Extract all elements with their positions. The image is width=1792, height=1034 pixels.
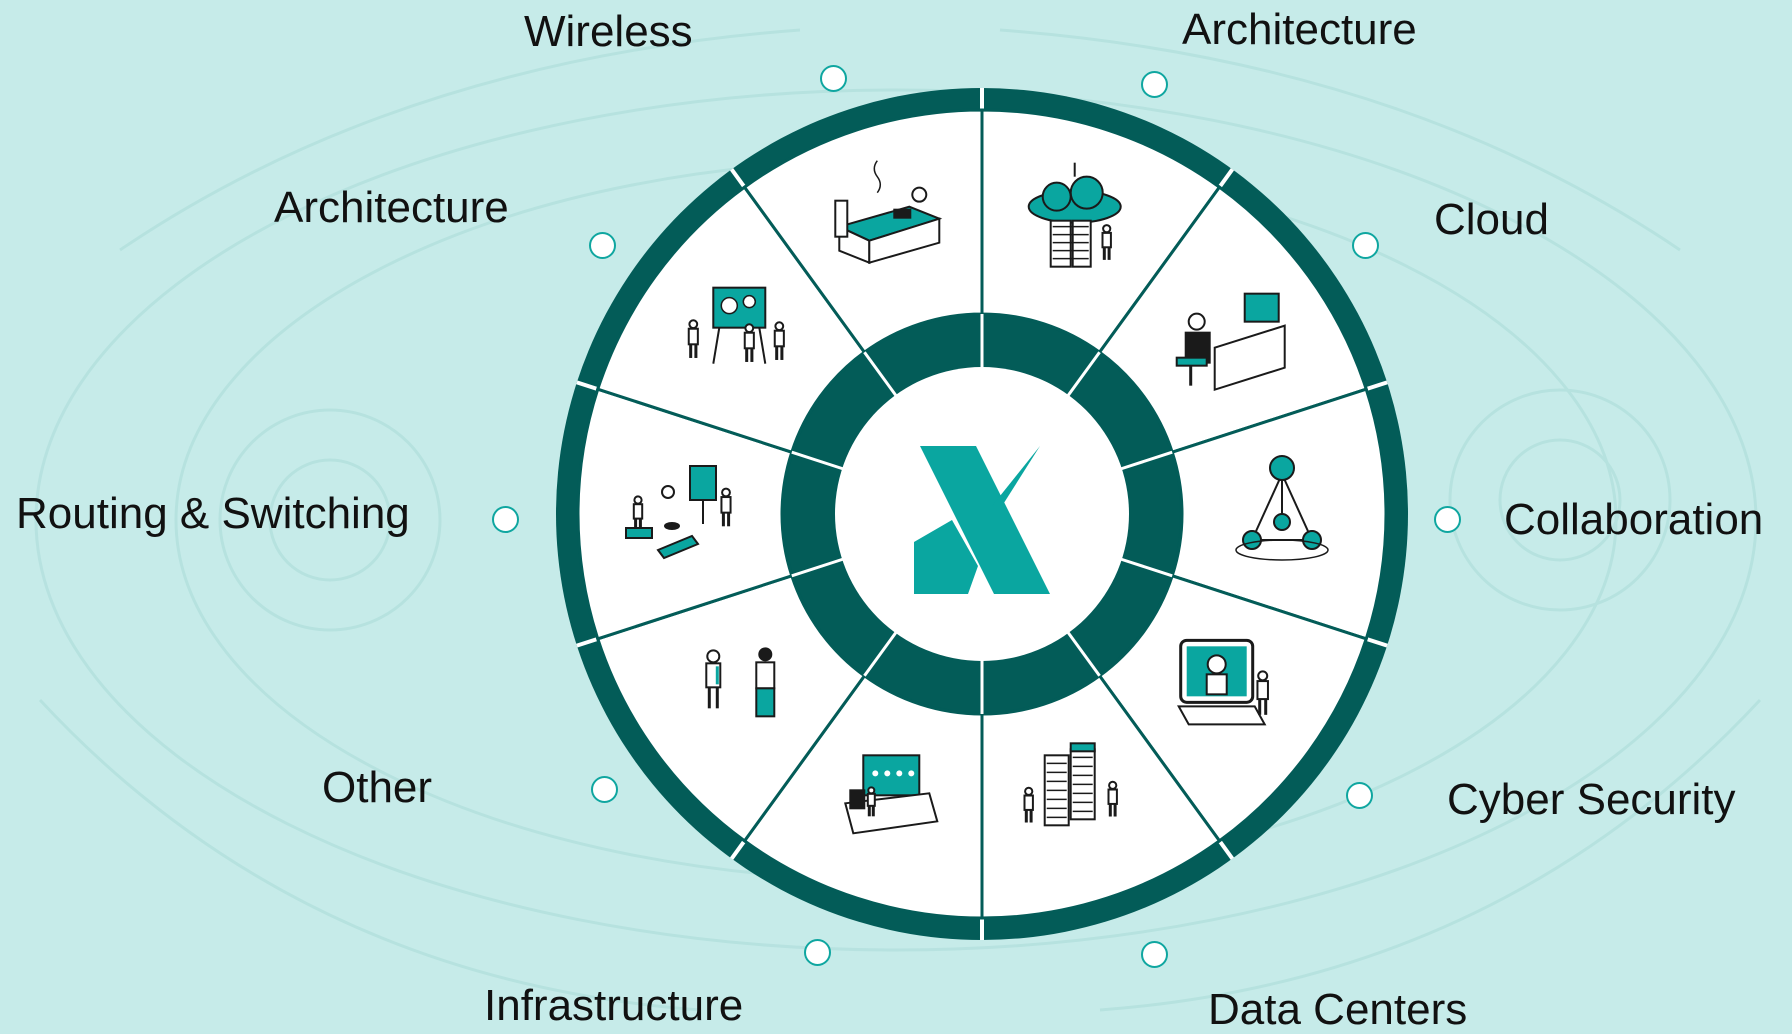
segment-label[interactable]: Cyber Security <box>1447 775 1736 824</box>
wheel-segment[interactable] <box>576 387 794 641</box>
segment-label[interactable]: Architecture <box>274 183 509 232</box>
segment-label[interactable]: Cloud <box>1434 195 1549 244</box>
inner-ring-divider <box>863 631 898 677</box>
connector-dot <box>1346 782 1373 809</box>
segment-label[interactable]: Data Centers <box>1208 985 1468 1034</box>
sofa-laptop-icon <box>834 160 943 265</box>
people-talking-icon <box>705 647 776 718</box>
segment-label[interactable]: Other <box>322 763 433 812</box>
outer-ring-divider <box>729 839 747 860</box>
inner-ring-divider <box>1066 631 1101 677</box>
segment-label[interactable]: Infrastructure <box>484 981 744 1030</box>
inner-ring-divider <box>1120 557 1173 578</box>
connector-dot <box>1141 941 1168 968</box>
segment-label[interactable]: Wireless <box>524 7 693 56</box>
connector-dot <box>492 506 519 533</box>
control-panel-icon <box>844 754 939 835</box>
outer-ring-divider <box>1365 380 1388 392</box>
inner-ring-divider <box>791 450 844 471</box>
connector-dot <box>591 776 618 803</box>
segment-label[interactable]: Routing & Switching <box>16 489 410 538</box>
team-meeting-icon <box>625 465 732 560</box>
segment-label[interactable]: Collaboration <box>1504 495 1764 544</box>
outer-ring-divider <box>576 636 599 648</box>
cloud-server-icon <box>1027 162 1122 268</box>
wheel-segment[interactable] <box>1097 185 1369 455</box>
connector-dot <box>820 65 847 92</box>
wheel-segment[interactable] <box>980 108 1222 355</box>
inner-ring-divider <box>791 557 844 578</box>
outer-ring-divider <box>1217 839 1235 860</box>
inner-ring-divider <box>1120 450 1173 471</box>
desk-workstation-icon <box>1175 292 1286 392</box>
network-nodes-icon <box>1235 455 1329 561</box>
connector-dot <box>804 939 831 966</box>
inner-ring-divider <box>1066 351 1101 397</box>
outer-ring-divider <box>1365 636 1388 648</box>
wheel-segment[interactable] <box>595 573 867 843</box>
connector-dot <box>1434 506 1461 533</box>
connector-dot <box>1141 71 1168 98</box>
wheel-segment[interactable] <box>980 673 1222 920</box>
server-racks-icon <box>1023 742 1118 827</box>
video-call-icon <box>1177 638 1269 726</box>
outer-ring-divider <box>576 380 599 392</box>
presentation-board-icon <box>687 286 785 364</box>
outer-ring-divider <box>1217 168 1235 189</box>
connector-dot <box>589 232 616 259</box>
inner-ring-divider <box>863 351 898 397</box>
connector-dot <box>1352 232 1379 259</box>
segment-label[interactable]: Architecture <box>1182 5 1417 54</box>
x-brand-logo-icon <box>914 446 1050 594</box>
outer-ring-divider <box>729 168 747 189</box>
